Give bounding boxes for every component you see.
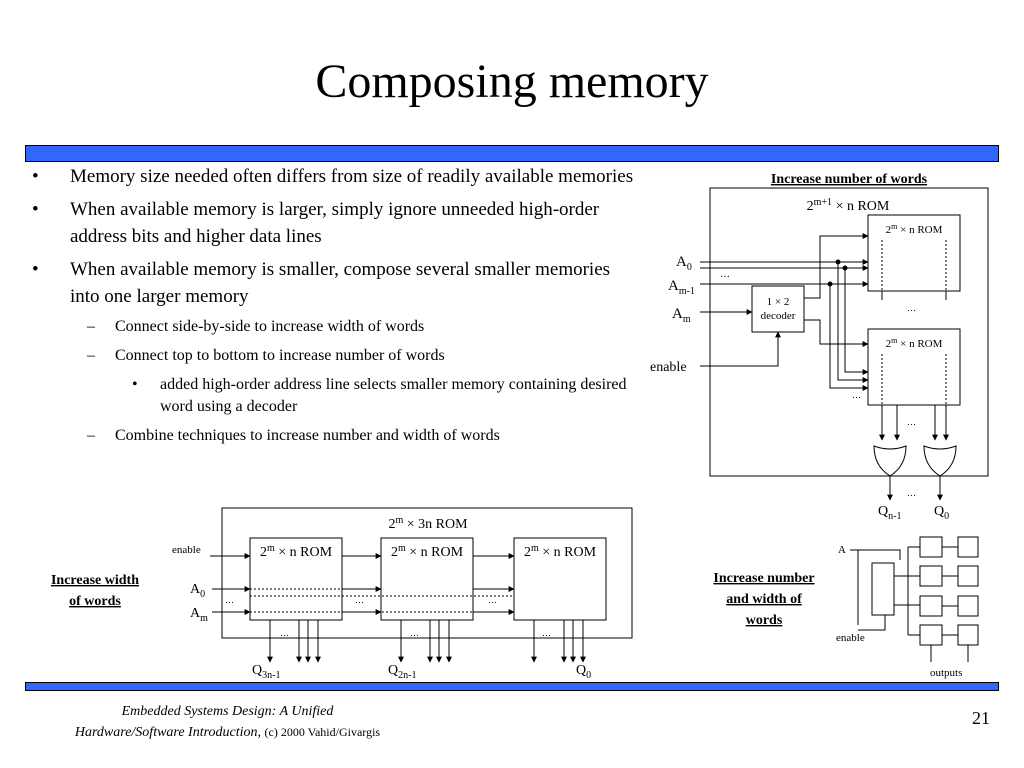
svg-text:…: … bbox=[410, 628, 419, 638]
rom-right-label: 2m × n ROM bbox=[524, 543, 597, 560]
page-title: Composing memory bbox=[315, 55, 709, 108]
label-a-combined: A bbox=[838, 544, 846, 556]
caption-combined-line3: words bbox=[746, 613, 783, 628]
svg-text:…: … bbox=[225, 595, 234, 605]
footer-citation: Embedded Systems Design: A Unified Hardw… bbox=[0, 702, 455, 743]
decoder-label-1: 1 × 2 bbox=[767, 296, 790, 308]
label-q0-words: Q0 bbox=[934, 504, 949, 522]
label-enable-words: enable bbox=[650, 360, 687, 375]
bullet-item: When available memory is smaller, compos… bbox=[30, 256, 640, 310]
label-enable-width: enable bbox=[172, 544, 201, 556]
sub-bullet-item: Connect side-by-side to increase width o… bbox=[30, 316, 640, 338]
decoder-box bbox=[751, 285, 805, 333]
label-q0-width: Q0 bbox=[576, 663, 591, 681]
bullet-item: When available memory is larger, simply … bbox=[30, 196, 640, 250]
combined-decoder bbox=[871, 562, 895, 616]
svg-text:…: … bbox=[355, 595, 364, 605]
svg-text:…: … bbox=[542, 628, 551, 638]
bottom-divider-bar bbox=[25, 682, 999, 691]
label-am-width: Am bbox=[190, 606, 208, 624]
label-am-1: Am-1 bbox=[668, 278, 695, 297]
rom-middle-label: 2m × n ROM bbox=[391, 543, 464, 560]
rom-top bbox=[867, 214, 961, 292]
svg-text:…: … bbox=[280, 628, 289, 638]
rom-top-label: 2m × n ROM bbox=[886, 222, 943, 236]
caption-width-line2: of words bbox=[69, 594, 121, 609]
label-outputs: outputs bbox=[930, 667, 962, 679]
caption-increase-words: Increase number of words bbox=[771, 172, 928, 187]
outer-rom-3n-label: 2m × 3n ROM bbox=[388, 515, 468, 532]
or-gate-left bbox=[873, 445, 907, 477]
label-q2n-1: Q2n-1 bbox=[388, 663, 416, 681]
rom-bottom bbox=[867, 328, 961, 406]
sub-bullet-item: Combine techniques to increase number an… bbox=[30, 425, 640, 447]
sub-sub-bullet-item: added high-order address line selects sm… bbox=[30, 374, 640, 418]
caption-width-line1: Increase width bbox=[51, 573, 139, 588]
or-gate-right bbox=[923, 445, 957, 477]
bullet-item: Memory size needed often differs from si… bbox=[30, 163, 640, 190]
outer-rom-label: 2m+1 × n ROM bbox=[807, 197, 890, 214]
label-a0: A0 bbox=[676, 254, 692, 273]
sub-bullet-item: Connect top to bottom to increase number… bbox=[30, 345, 640, 367]
label-q3n-1: Q3n-1 bbox=[252, 663, 280, 681]
label-a0-width: A0 bbox=[190, 582, 205, 600]
rom-left bbox=[249, 537, 343, 621]
bullet-list: Memory size needed often differs from si… bbox=[30, 163, 640, 454]
rom-left-label: 2m × n ROM bbox=[260, 543, 333, 560]
rom-right bbox=[513, 537, 607, 621]
svg-text:…: … bbox=[852, 390, 861, 400]
svg-text:…: … bbox=[720, 269, 730, 280]
footer-line-1: Embedded Systems Design: A Unified bbox=[121, 704, 334, 719]
diagram-increase-width: Increase width of words 2m × 3n ROM 2m ×… bbox=[51, 507, 633, 681]
label-am: Am bbox=[672, 306, 691, 325]
rom-bottom-label: 2m × n ROM bbox=[886, 336, 943, 350]
outer-rom-box bbox=[709, 187, 989, 477]
caption-combined-line2: and width of bbox=[726, 592, 802, 607]
label-enable-combined: enable bbox=[836, 632, 865, 644]
label-qn-1: Qn-1 bbox=[878, 504, 901, 522]
svg-text:…: … bbox=[907, 303, 916, 313]
svg-text:…: … bbox=[907, 417, 916, 427]
rom-middle bbox=[380, 537, 474, 621]
svg-text:…: … bbox=[488, 595, 497, 605]
diagram-increase-words: Increase number of words 2m+1 × n ROM 2m… bbox=[650, 172, 989, 522]
outer-rom-3n-box bbox=[221, 507, 633, 639]
top-divider-bar bbox=[25, 145, 999, 162]
decoder-label-2: decoder bbox=[761, 310, 796, 322]
page-number: 21 bbox=[972, 708, 990, 728]
diagram-increase-number-width: Increase number and width of words A ena… bbox=[713, 536, 979, 679]
svg-text:…: … bbox=[907, 488, 916, 498]
footer-line-2: Hardware/Software Introduction, (c) 2000… bbox=[74, 725, 381, 740]
caption-combined-line1: Increase number bbox=[713, 571, 814, 586]
